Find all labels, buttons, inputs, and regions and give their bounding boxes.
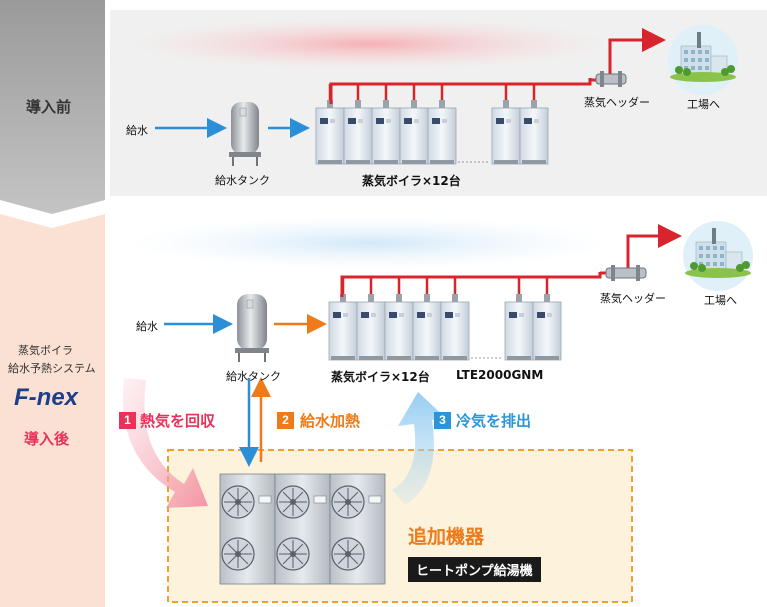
tree	[721, 68, 729, 76]
after-tank-label: 給水タンク	[226, 370, 281, 383]
boiler-unit	[504, 277, 534, 361]
step-1-text: 熱気を回収	[140, 412, 216, 430]
heat-recovery-arrow	[122, 378, 208, 508]
cold-air-exhaust-arrow	[392, 392, 448, 505]
after-boilers-label: 蒸気ボイラ×12台	[331, 370, 430, 384]
heat-pump-module	[274, 473, 331, 585]
after-side-line2: 給水予熱システム	[8, 362, 96, 375]
after-side-line1: 蒸気ボイラ	[18, 344, 73, 357]
before-factory-label: 工場へ	[687, 98, 720, 111]
factory-icon-before	[668, 25, 738, 95]
before-side-arrow	[0, 0, 105, 214]
step-3-number: 3	[434, 412, 451, 429]
after-model-label: LTE2000GNM	[456, 368, 544, 382]
before-feed-water-label: 給水	[126, 124, 148, 137]
heat-pump-module	[329, 473, 386, 585]
boiler-unit	[532, 277, 562, 361]
tree	[736, 264, 744, 272]
feed-water-tank-after	[235, 294, 269, 362]
heat-pump-units	[219, 473, 386, 585]
feed-water-tank-before	[229, 102, 261, 166]
step-2-number: 2	[277, 412, 294, 429]
boiler-unit	[371, 84, 401, 165]
fnex-logo: F-nex	[14, 384, 79, 411]
cool-exhaust-haze	[130, 217, 610, 269]
after-feed-water-label: 給水	[136, 320, 158, 333]
control-panel	[368, 495, 382, 504]
chimney	[697, 32, 701, 48]
heat-pump-module	[219, 473, 276, 585]
tree	[690, 262, 698, 270]
boiler-array-after	[328, 277, 562, 361]
steam-header-after	[605, 265, 647, 281]
control-panel	[313, 495, 327, 504]
boiler-unit	[519, 84, 549, 165]
step-1-number: 1	[119, 412, 136, 429]
steam-header-before	[595, 71, 627, 87]
after-header-label: 蒸気ヘッダー	[600, 292, 666, 305]
after-label: 導入後	[24, 430, 70, 448]
boiler-unit	[440, 277, 470, 361]
before-boilers-label: 蒸気ボイラ×12台	[362, 174, 461, 188]
after-side-panel	[0, 214, 105, 607]
control-panel	[258, 495, 272, 504]
after-factory-label: 工場へ	[704, 294, 737, 307]
tree	[698, 264, 706, 272]
tree	[683, 68, 691, 76]
before-label: 導入前	[26, 98, 72, 116]
chimney	[712, 228, 716, 244]
boiler-unit	[343, 84, 373, 165]
boiler-unit	[384, 277, 414, 361]
tree	[742, 261, 750, 269]
boiler-unit	[356, 277, 386, 361]
boiler-unit	[412, 277, 442, 361]
tree	[727, 65, 735, 73]
before-header-label: 蒸気ヘッダー	[584, 96, 650, 109]
boiler-unit	[427, 84, 457, 165]
step-3-text: 冷気を排出	[456, 412, 532, 430]
boiler-unit	[491, 84, 521, 165]
tree	[675, 66, 683, 74]
equipment-badge: ヒートポンプ給湯機	[408, 557, 541, 582]
hot-exhaust-haze	[130, 18, 610, 70]
step-2-text: 給水加熱	[300, 412, 361, 430]
before-tank-label: 給水タンク	[215, 174, 270, 187]
factory-icon-after	[683, 221, 753, 291]
equipment-title: 追加機器	[408, 526, 485, 548]
